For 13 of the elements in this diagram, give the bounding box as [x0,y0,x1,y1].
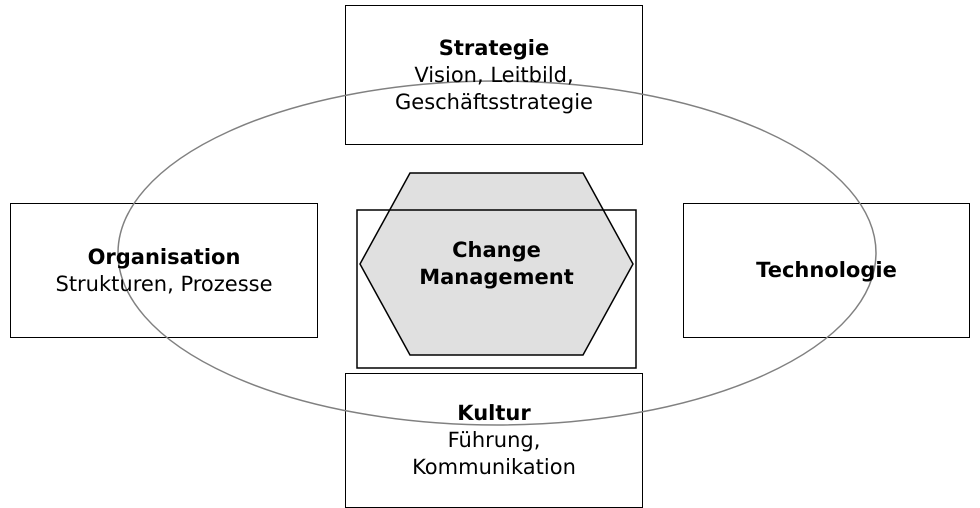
heading: Kultur [457,400,531,427]
body-text: Vision, Leitbild, Geschäftsstrategie [394,62,594,116]
heading: Change Management [418,237,575,291]
process-box [345,5,643,145]
process-box [10,203,318,338]
process-box [345,373,643,508]
body-text: Strukturen, Prozesse [55,270,273,298]
body-text: Führung, Kommunikation [411,427,577,481]
hexagon-shape [360,173,633,355]
heading: Strategie [438,34,550,62]
heading: Technologie [756,257,897,284]
heading: Organisation [88,244,240,270]
process-box [683,203,970,338]
